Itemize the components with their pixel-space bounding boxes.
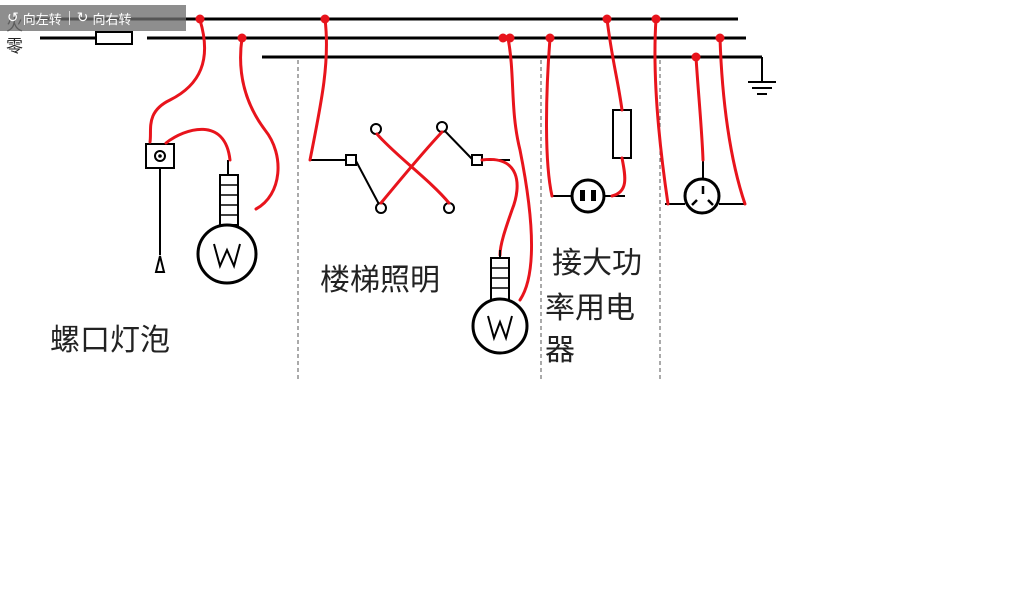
junction-dot — [195, 14, 205, 24]
junction-dot — [320, 14, 330, 24]
red-wire-live-to-stair-switch — [308, 17, 328, 162]
red-wire-switch-to-stair-bulb — [480, 158, 519, 257]
section-label-high-power-2: 率用电 — [545, 291, 635, 326]
junction-dot — [651, 14, 661, 24]
rotate-left-icon: ↺ — [7, 10, 19, 26]
red-wire-ground-to-three-pin — [694, 55, 705, 162]
red-wire-traveller-2 — [379, 130, 444, 205]
red-wire-fuse-to-socket — [610, 156, 627, 198]
stair-bulb-lamp — [471, 250, 529, 355]
red-wire-live-to-pull-switch — [148, 18, 207, 144]
red-wire-live-to-fuse — [605, 17, 624, 112]
red-wire-neutral-to-three-pin — [718, 36, 747, 206]
rotate-left-button[interactable]: ↺ 向左转 — [0, 9, 69, 28]
junction-dot — [691, 52, 701, 62]
junction-dot — [505, 33, 515, 43]
junction-dot — [545, 33, 555, 43]
section-label-stair-lighting: 楼梯照明 — [320, 263, 440, 298]
ground-symbol — [748, 57, 776, 95]
junction-dots — [195, 14, 725, 62]
rotate-right-button[interactable]: ↻ 向右转 — [70, 9, 139, 28]
image-toolbar: ↺ 向左转 ↻ 向右转 — [0, 5, 186, 31]
two-pin-socket — [552, 178, 625, 214]
red-wire-live-to-three-pin — [653, 17, 670, 206]
rotate-right-icon: ↻ — [76, 10, 89, 26]
screw-bulb-lamp — [196, 160, 258, 285]
red-wire-switch-to-bulb — [164, 127, 232, 162]
red-wire-neutral-to-socket — [545, 36, 554, 198]
socket-fuse — [612, 109, 632, 159]
section-label-screw-bulb: 螺口灯泡 — [50, 323, 170, 358]
two-way-switch-left — [310, 123, 387, 214]
toolbar-divider — [68, 11, 70, 25]
rotate-left-label: 向左转 — [22, 12, 62, 28]
neutral-line-label: 零 — [6, 37, 23, 57]
section-label-high-power-3: 器 — [545, 333, 575, 368]
junction-dot — [237, 33, 247, 43]
red-wire-neutral-to-bulb — [239, 36, 280, 211]
red-wire-traveller-1 — [375, 132, 451, 205]
neutral-fuse — [95, 31, 133, 45]
junction-dot — [498, 33, 508, 43]
pull-switch — [145, 143, 175, 273]
junction-dot — [715, 33, 725, 43]
two-way-switch-right — [436, 121, 510, 214]
rotate-right-label: 向右转 — [92, 12, 132, 28]
three-pin-socket — [665, 160, 745, 215]
junction-dot — [602, 14, 612, 24]
red-wire-neutral-to-stair-bulb — [506, 36, 533, 302]
section-label-high-power-1: 接大功 — [552, 246, 642, 281]
